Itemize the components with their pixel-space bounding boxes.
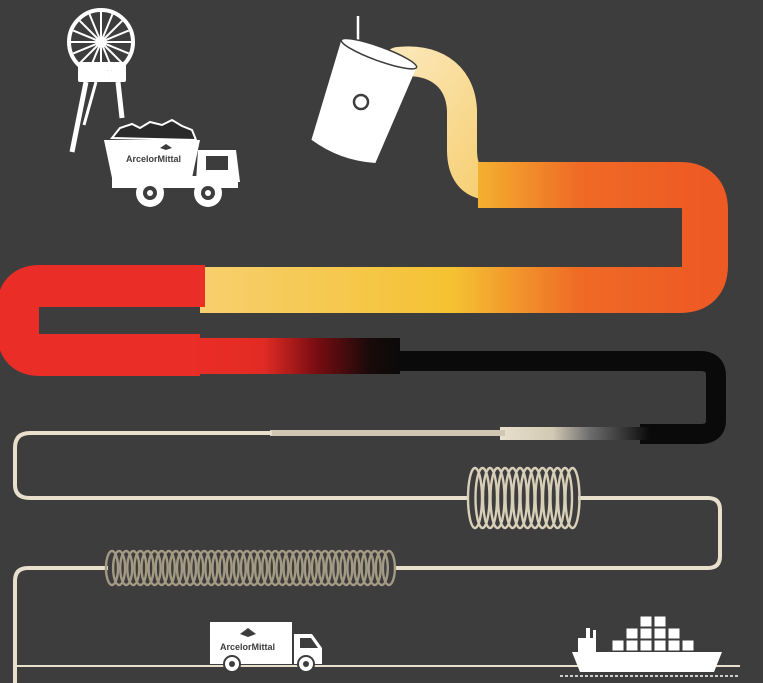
middle-run bbox=[18, 286, 205, 355]
thin-bar bbox=[270, 430, 505, 436]
pour-stream bbox=[398, 61, 492, 185]
dump-truck-icon: ArcelorMittal bbox=[104, 120, 240, 207]
lorry-brand: ArcelorMittal bbox=[220, 642, 275, 652]
top-run bbox=[200, 185, 705, 290]
lower-run bbox=[190, 338, 400, 374]
delivery-truck-icon: ArcelorMittal bbox=[210, 622, 322, 672]
headframe-brand: ArcelorMittal bbox=[82, 70, 125, 77]
cargo-ship-icon bbox=[560, 616, 740, 676]
taper-bar bbox=[500, 427, 650, 440]
cooled-run bbox=[395, 361, 716, 434]
ladle-icon bbox=[304, 16, 419, 170]
steel-coil-icon bbox=[106, 551, 395, 585]
wire-coil-icon bbox=[468, 468, 580, 528]
truck-brand: ArcelorMittal bbox=[126, 154, 181, 164]
